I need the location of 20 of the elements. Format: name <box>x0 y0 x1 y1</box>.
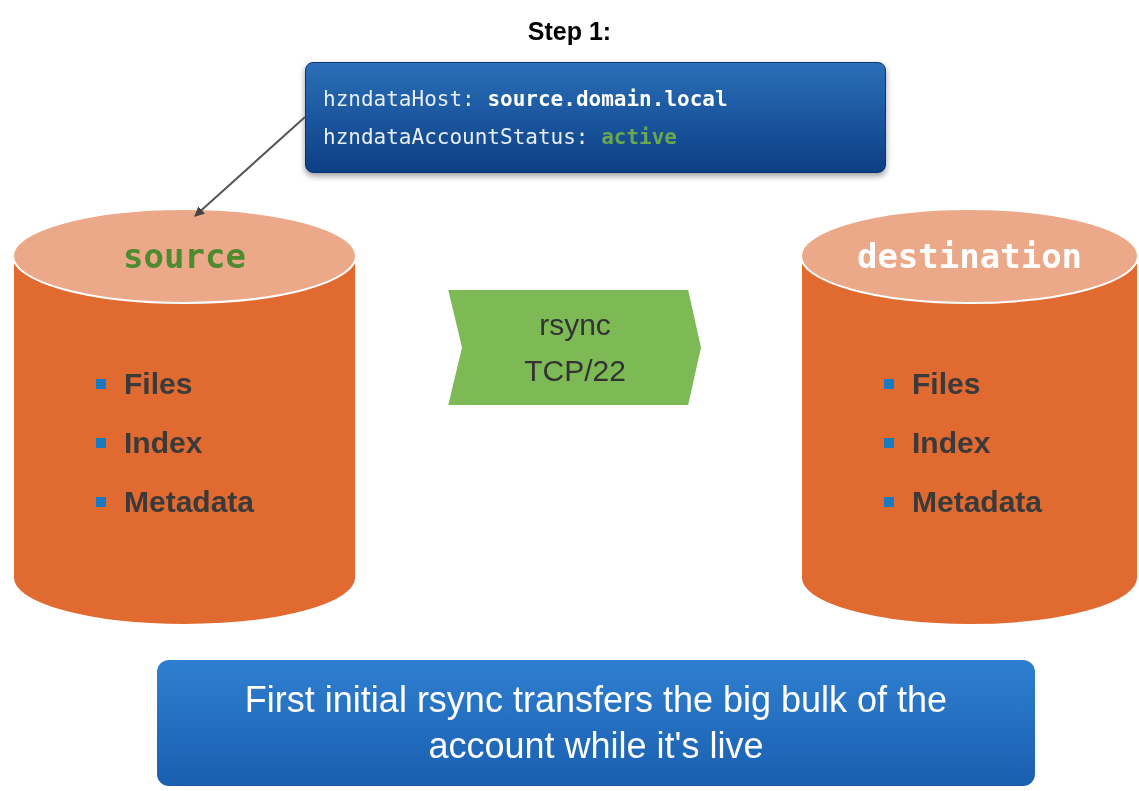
bullet-item: Index <box>912 425 991 461</box>
chevron-shape <box>447 287 703 408</box>
bullet-item: Index <box>124 425 203 461</box>
database-label: source <box>122 236 247 276</box>
summary-banner <box>157 660 1035 786</box>
arrow <box>194 116 306 217</box>
database-cylinder <box>800 208 1139 626</box>
step-title: Step 1: <box>526 16 613 46</box>
database-cylinder <box>12 208 357 626</box>
summary-text: First initial rsync transfers the big bulk of the account while it's live <box>243 678 949 768</box>
attribute-line: hzndataHost: source.domain.local <box>323 85 729 112</box>
database-label: destination <box>855 236 1084 276</box>
chevron-label: TCP/22 <box>524 353 626 388</box>
bullet-item: Files <box>912 366 981 402</box>
bullet-item: Metadata <box>912 484 1043 520</box>
chevron-label: rsync <box>539 307 611 342</box>
attribute-line: hzndataAccountStatus: active <box>323 123 678 150</box>
bullet-item: Metadata <box>124 484 255 520</box>
attribute-box <box>305 62 886 173</box>
bullet-item: Files <box>124 366 193 402</box>
